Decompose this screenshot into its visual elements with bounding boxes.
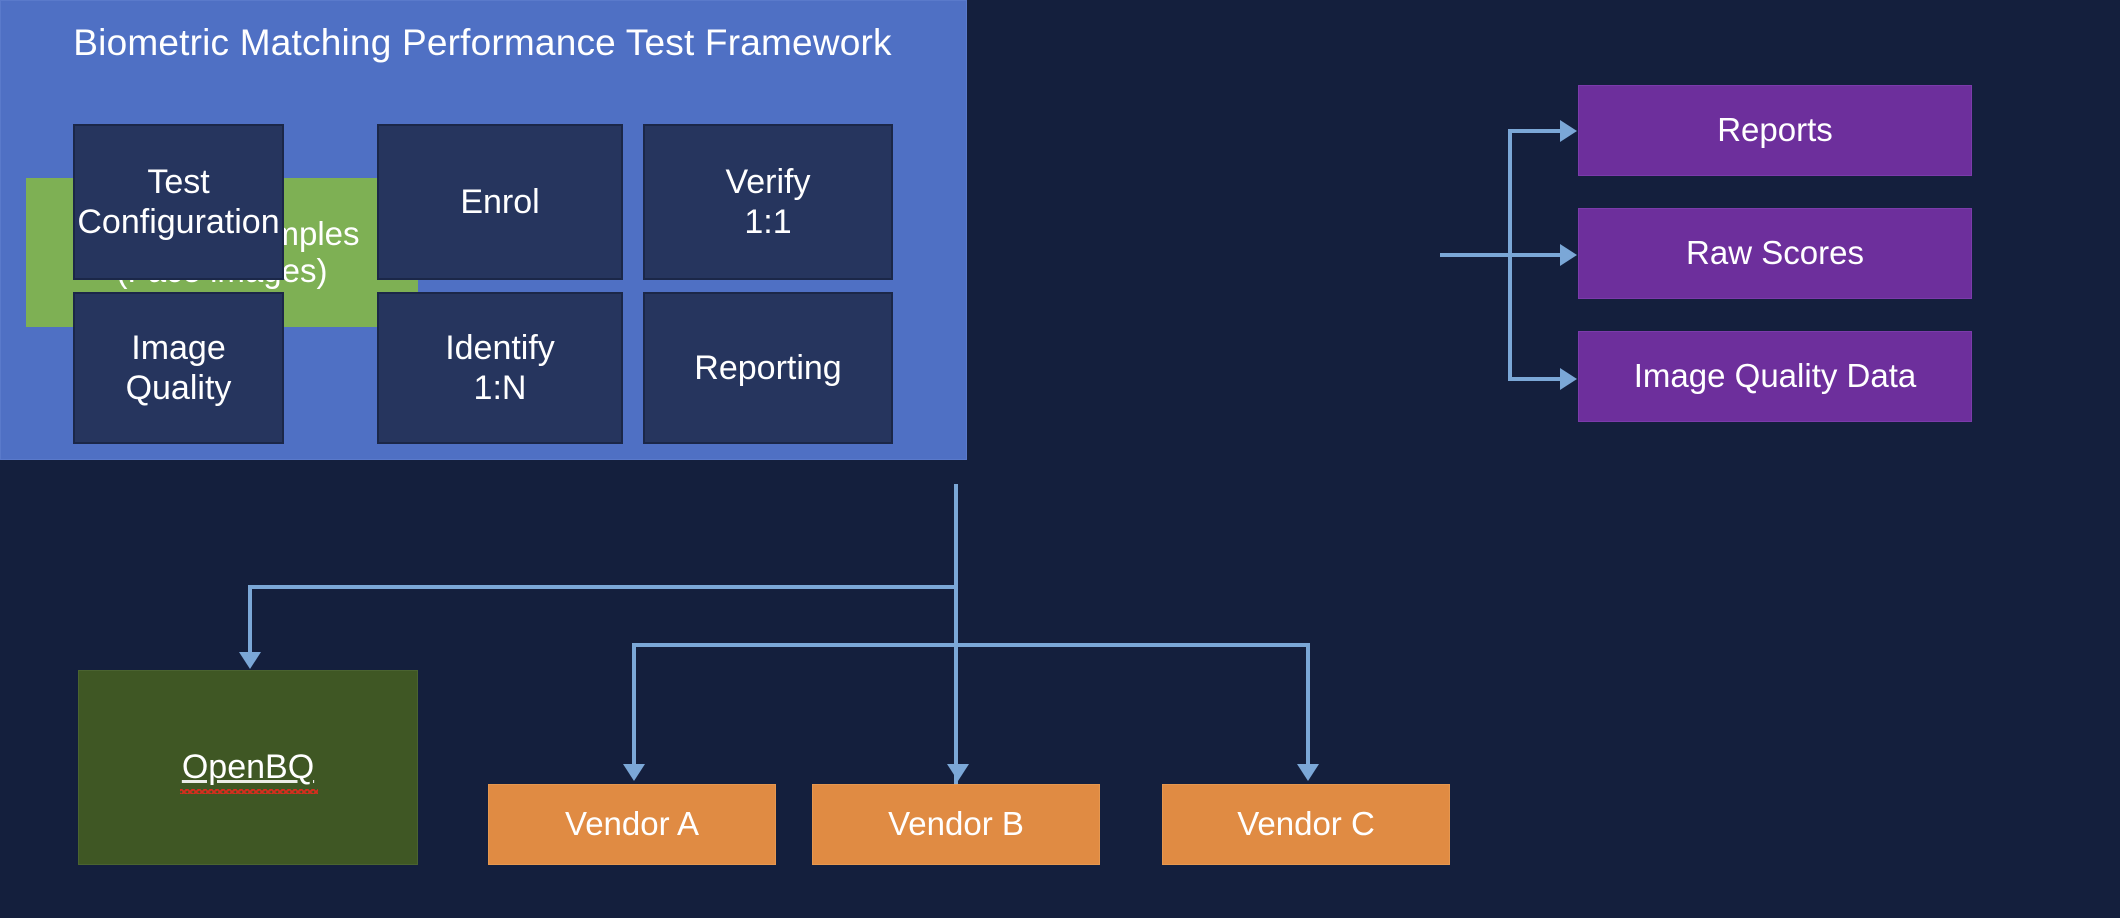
connector-drop-vendor-c [1306, 643, 1310, 769]
arrow-head-vendor-a-icon [623, 764, 645, 781]
module-test-configuration[interactable]: Test Configuration [73, 124, 284, 280]
output-box-reports[interactable]: Reports [1578, 85, 1972, 176]
framework-title: Biometric Matching Performance Test Fram… [73, 22, 892, 63]
connector-consumers-trunk [954, 484, 958, 784]
connector-branch-image-quality-data [1508, 377, 1564, 381]
arrow-head-reports-icon [1560, 120, 1577, 142]
arrow-head-vendor-b-icon [947, 764, 969, 781]
vendor-box-c[interactable]: Vendor C [1162, 784, 1450, 865]
arrow-head-openbq-icon [239, 652, 261, 669]
output-box-image-quality-data[interactable]: Image Quality Data [1578, 331, 1972, 422]
arrow-head-image-quality-data-icon [1560, 368, 1577, 390]
module-enrol[interactable]: Enrol [377, 124, 623, 280]
arrow-head-vendor-c-icon [1297, 764, 1319, 781]
module-identify-1-n[interactable]: Identify 1:N [377, 292, 623, 444]
connector-branch-openbq-horizontal [248, 585, 958, 589]
arrow-head-raw-scores-icon [1560, 244, 1577, 266]
connector-drop-vendor-a [632, 643, 636, 769]
connector-branch-openbq-vertical [248, 585, 252, 657]
connector-branch-vendors-horizontal [632, 643, 1310, 647]
connector-framework-to-outputs-stem [1440, 253, 1512, 257]
module-verify-1-1[interactable]: Verify 1:1 [643, 124, 893, 280]
vendor-box-a[interactable]: Vendor A [488, 784, 776, 865]
vendor-box-b[interactable]: Vendor B [812, 784, 1100, 865]
openbq-label: OpenBQ [179, 748, 319, 794]
openbq-box[interactable]: OpenBQ [78, 670, 418, 865]
output-box-raw-scores[interactable]: Raw Scores [1578, 208, 1972, 299]
connector-branch-reports [1508, 129, 1564, 133]
module-image-quality[interactable]: Image Quality [73, 292, 284, 444]
connector-branch-raw-scores [1508, 253, 1564, 257]
framework-container: Biometric Matching Performance Test Fram… [0, 0, 967, 460]
module-reporting[interactable]: Reporting [643, 292, 893, 444]
